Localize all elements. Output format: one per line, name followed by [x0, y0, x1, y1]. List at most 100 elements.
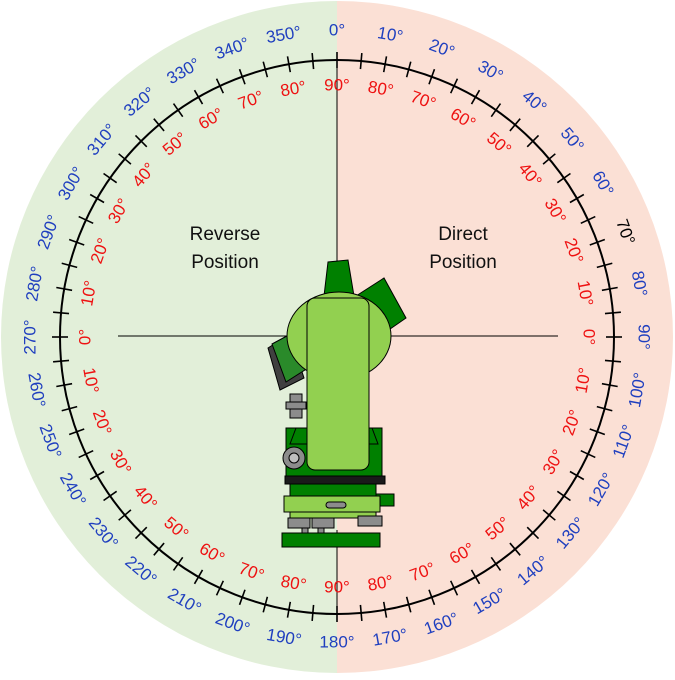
tick-mark	[53, 359, 70, 363]
inner-scale-label: 0°	[580, 329, 599, 345]
tick-mark	[589, 428, 606, 436]
tick-mark	[580, 215, 596, 225]
tick-mark	[103, 172, 118, 184]
tick-mark	[589, 238, 606, 246]
inner-scale-label: 10°	[572, 366, 595, 395]
tick-mark	[359, 604, 363, 621]
tick-mark	[604, 359, 621, 363]
tick-mark	[262, 61, 269, 78]
outer-scale-label: 80°	[628, 269, 651, 298]
tick-mark	[89, 470, 105, 481]
inner-scale-label: 10°	[79, 366, 102, 395]
tick-mark	[556, 172, 571, 184]
tick-mark	[134, 526, 148, 540]
tick-mark	[103, 490, 118, 502]
tick-mark	[78, 215, 94, 225]
tick-mark	[134, 134, 148, 148]
tick-mark	[470, 89, 481, 105]
tick-mark	[118, 153, 132, 165]
tick-mark	[238, 68, 246, 85]
tick-mark	[428, 589, 436, 606]
tick-mark	[526, 526, 540, 540]
outer-scale-label: 270°	[20, 319, 39, 354]
tick-mark	[359, 53, 363, 70]
outer-scale-label: 90°	[635, 324, 654, 350]
tick-mark	[56, 382, 73, 388]
inner-scale-label: 80°	[366, 77, 395, 100]
inner-scale-label: 10°	[574, 279, 597, 308]
inner-scale-label: 80°	[279, 77, 308, 100]
tick-mark	[601, 382, 618, 388]
tick-mark	[172, 556, 184, 571]
tick-mark	[286, 601, 292, 618]
outer-scale-label: 180°	[319, 632, 354, 651]
standard-icon	[306, 297, 370, 471]
tick-mark	[262, 596, 269, 613]
tick-mark	[53, 311, 70, 315]
direct-half-background	[337, 1, 673, 673]
tick-mark	[470, 569, 481, 585]
tick-mark	[153, 118, 165, 132]
tick-mark	[596, 405, 613, 412]
inner-scale-label: 80°	[366, 572, 395, 595]
tick-mark	[238, 589, 246, 606]
tick-mark	[601, 286, 618, 292]
inner-scale-label: 0°	[75, 329, 94, 345]
tick-mark	[78, 449, 94, 459]
inner-scale-label: 90°	[324, 75, 350, 94]
reverse-position-label-line2: Position	[191, 252, 259, 273]
tick-mark	[61, 262, 78, 269]
tick-mark	[382, 601, 388, 618]
tick-mark	[153, 542, 165, 556]
inner-scale-labels: 90°80°70°60°50°40°30°20°10°0°10°20°30°40…	[75, 75, 598, 596]
reverse-position-label-line1: Reverse	[190, 224, 261, 245]
tick-mark	[56, 286, 73, 292]
tick-mark	[490, 103, 502, 118]
inner-scale-label: 80°	[279, 572, 308, 595]
tick-mark	[311, 604, 315, 621]
tick-marks	[52, 52, 622, 622]
inner-scale-label: 10°	[77, 279, 100, 308]
tick-mark	[509, 118, 521, 132]
reverse-half-background	[1, 1, 337, 673]
base-plate-icon	[284, 475, 386, 485]
tick-mark	[68, 238, 85, 246]
tick-mark	[405, 61, 412, 78]
direct-position-label-line2: Position	[429, 252, 497, 273]
tick-mark	[449, 580, 459, 596]
tick-mark	[569, 470, 585, 481]
tick-mark	[509, 542, 521, 556]
tick-mark	[89, 193, 105, 204]
theodolite-icon	[267, 259, 407, 548]
tick-mark	[580, 449, 596, 459]
inner-scale-label: 90°	[324, 577, 350, 596]
tick-mark	[405, 596, 412, 613]
tick-mark	[68, 428, 85, 436]
tick-mark	[311, 53, 315, 70]
tick-mark	[490, 556, 502, 571]
tick-mark	[382, 56, 388, 73]
tick-mark	[542, 509, 556, 521]
tick-mark	[286, 56, 292, 73]
tick-mark	[604, 311, 621, 315]
direct-position-label-line1: Direct	[438, 224, 488, 245]
tick-mark	[596, 262, 613, 269]
tick-mark	[215, 78, 225, 94]
tick-mark	[118, 509, 132, 521]
tick-mark	[556, 490, 571, 502]
tick-mark	[428, 68, 436, 85]
outer-scale-label: 0°	[329, 20, 345, 39]
tick-mark	[193, 569, 204, 585]
tick-mark	[61, 405, 78, 412]
foot-screw-icon	[311, 517, 335, 529]
foot-screw-icon	[287, 517, 311, 529]
tick-mark	[569, 193, 585, 204]
tick-mark	[526, 134, 540, 148]
tick-mark	[449, 78, 459, 94]
tick-mark	[193, 89, 204, 105]
tick-mark	[215, 580, 225, 596]
foot-screw-icon	[357, 515, 383, 527]
tick-mark	[542, 153, 556, 165]
